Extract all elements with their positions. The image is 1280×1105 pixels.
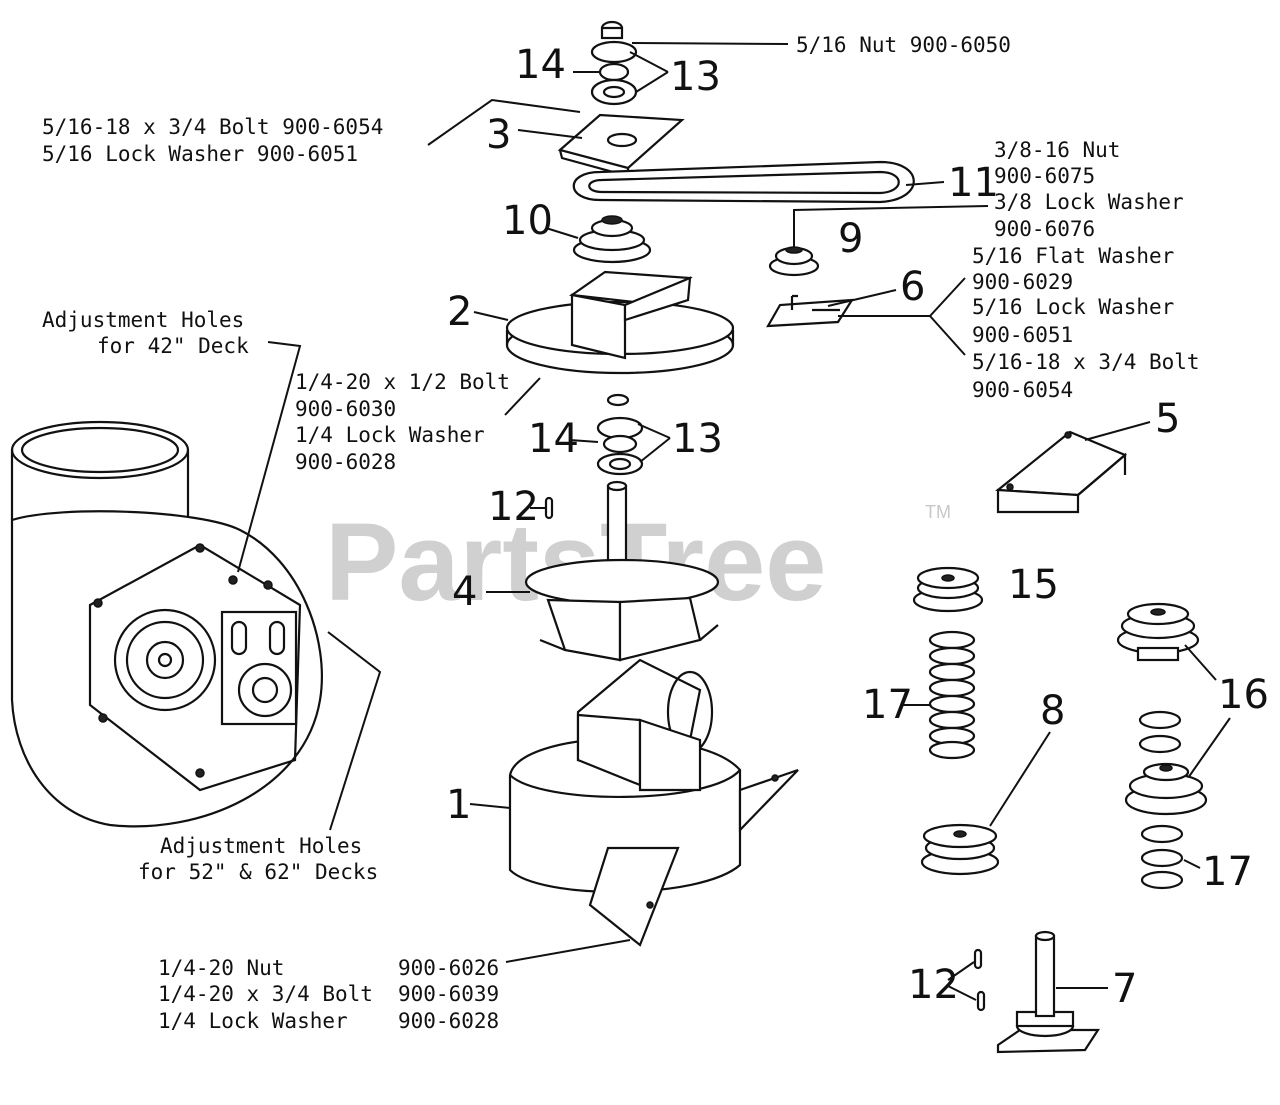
part-1: 1 xyxy=(446,782,471,828)
lock-washer-38-number: 900-6076 xyxy=(994,217,1095,241)
adjustment-holes-42-label-1: Adjustment Holes xyxy=(42,308,244,332)
part-7-spindle-shaft xyxy=(996,930,1101,1054)
part-4: 4 xyxy=(452,569,477,615)
bolt-516-number-b: 900-6054 xyxy=(972,378,1073,402)
watermark-trademark: TM xyxy=(925,502,951,522)
lock-washer-14-label: 1/4 Lock Washer xyxy=(295,423,485,447)
part-5-deflector xyxy=(995,430,1128,514)
part-9: 9 xyxy=(838,216,863,262)
bolt-14-number: 900-6030 xyxy=(295,397,396,421)
lock-washer-516-label-a: 5/16 Lock Washer 900-6051 xyxy=(42,142,358,166)
lock-washer-14-number: 900-6028 xyxy=(295,450,396,474)
part-10-pulley xyxy=(572,215,652,264)
nut-38-label: 3/8-16 Nut xyxy=(994,138,1120,162)
part-5: 5 xyxy=(1155,396,1180,442)
part-15: 15 xyxy=(1008,562,1059,608)
adjustment-holes-52-62-label-2: for 52" & 62" Decks xyxy=(138,860,378,884)
bottom-lock-washer-number: 900-6028 xyxy=(398,1009,499,1033)
part-2: 2 xyxy=(447,289,472,335)
part-14-top: 14 xyxy=(515,42,566,88)
bottom-nut-number: 900-6026 xyxy=(398,956,499,980)
bolt-516-label-b: 5/16-18 x 3/4 Bolt xyxy=(972,350,1200,374)
lock-washer-516-number: 900-6051 xyxy=(972,323,1073,347)
bottom-nut-label: 1/4-20 Nut xyxy=(158,956,284,980)
lock-washer-38-label: 3/8 Lock Washer xyxy=(994,190,1184,214)
flat-washer-516-label: 5/16 Flat Washer xyxy=(972,244,1174,268)
part-11-drive-belt xyxy=(572,160,915,204)
flat-washer-516-number: 900-6029 xyxy=(972,270,1073,294)
blower-housing-assembly xyxy=(10,420,323,828)
part-13-mid: 13 xyxy=(672,416,723,462)
part-3-mount-plate xyxy=(557,113,685,178)
bottom-bolt-label: 1/4-20 x 3/4 Bolt xyxy=(158,982,373,1006)
part-8: 8 xyxy=(1040,688,1065,734)
part-3: 3 xyxy=(486,112,511,158)
part-8-pulley xyxy=(920,823,1000,876)
part-6: 6 xyxy=(900,264,925,310)
part-16-pulley-top xyxy=(1116,602,1200,662)
part-12-bottom: 12 xyxy=(908,962,959,1008)
part-12-key-bottom-2 xyxy=(976,990,986,1012)
part-12-key-bottom-1 xyxy=(973,948,983,970)
part-2-blower-cover xyxy=(505,270,735,375)
part-7: 7 xyxy=(1112,966,1137,1012)
part-16-pulley-stack xyxy=(1124,710,1208,890)
part-17-right: 17 xyxy=(1202,849,1253,895)
adjustment-holes-42-label-2: for 42" Deck xyxy=(97,334,249,358)
nut-38-number: 900-6075 xyxy=(994,164,1095,188)
part-4-impeller xyxy=(524,480,720,662)
part-11: 11 xyxy=(948,160,999,206)
bolt-14-label: 1/4-20 x 1/2 Bolt xyxy=(295,370,510,394)
top-nut-label: 5/16 Nut 900-6050 xyxy=(796,33,1011,57)
bolt-516-label-a: 5/16-18 x 3/4 Bolt 900-6054 xyxy=(42,115,383,139)
part-9-idler-pulley xyxy=(768,246,820,277)
lock-washer-516-label: 5/16 Lock Washer xyxy=(972,295,1174,319)
mid-nut-washer-stack xyxy=(596,393,644,476)
part-14-mid: 14 xyxy=(528,416,579,462)
bottom-lock-washer-label: 1/4 Lock Washer xyxy=(158,1009,348,1033)
part-15-pulley xyxy=(912,566,984,613)
bottom-bolt-number: 900-6039 xyxy=(398,982,499,1006)
part-16: 16 xyxy=(1218,672,1269,718)
top-nut-washer-stack xyxy=(590,20,638,106)
part-6-idler-bracket xyxy=(766,294,855,328)
part-17-spring-washers-left xyxy=(928,630,976,760)
part-13-top: 13 xyxy=(670,54,721,100)
part-12-key-mid xyxy=(544,496,554,520)
adjustment-holes-52-62-label-1: Adjustment Holes xyxy=(160,834,362,858)
part-10: 10 xyxy=(502,198,553,244)
part-1-chute-housing xyxy=(508,658,799,947)
